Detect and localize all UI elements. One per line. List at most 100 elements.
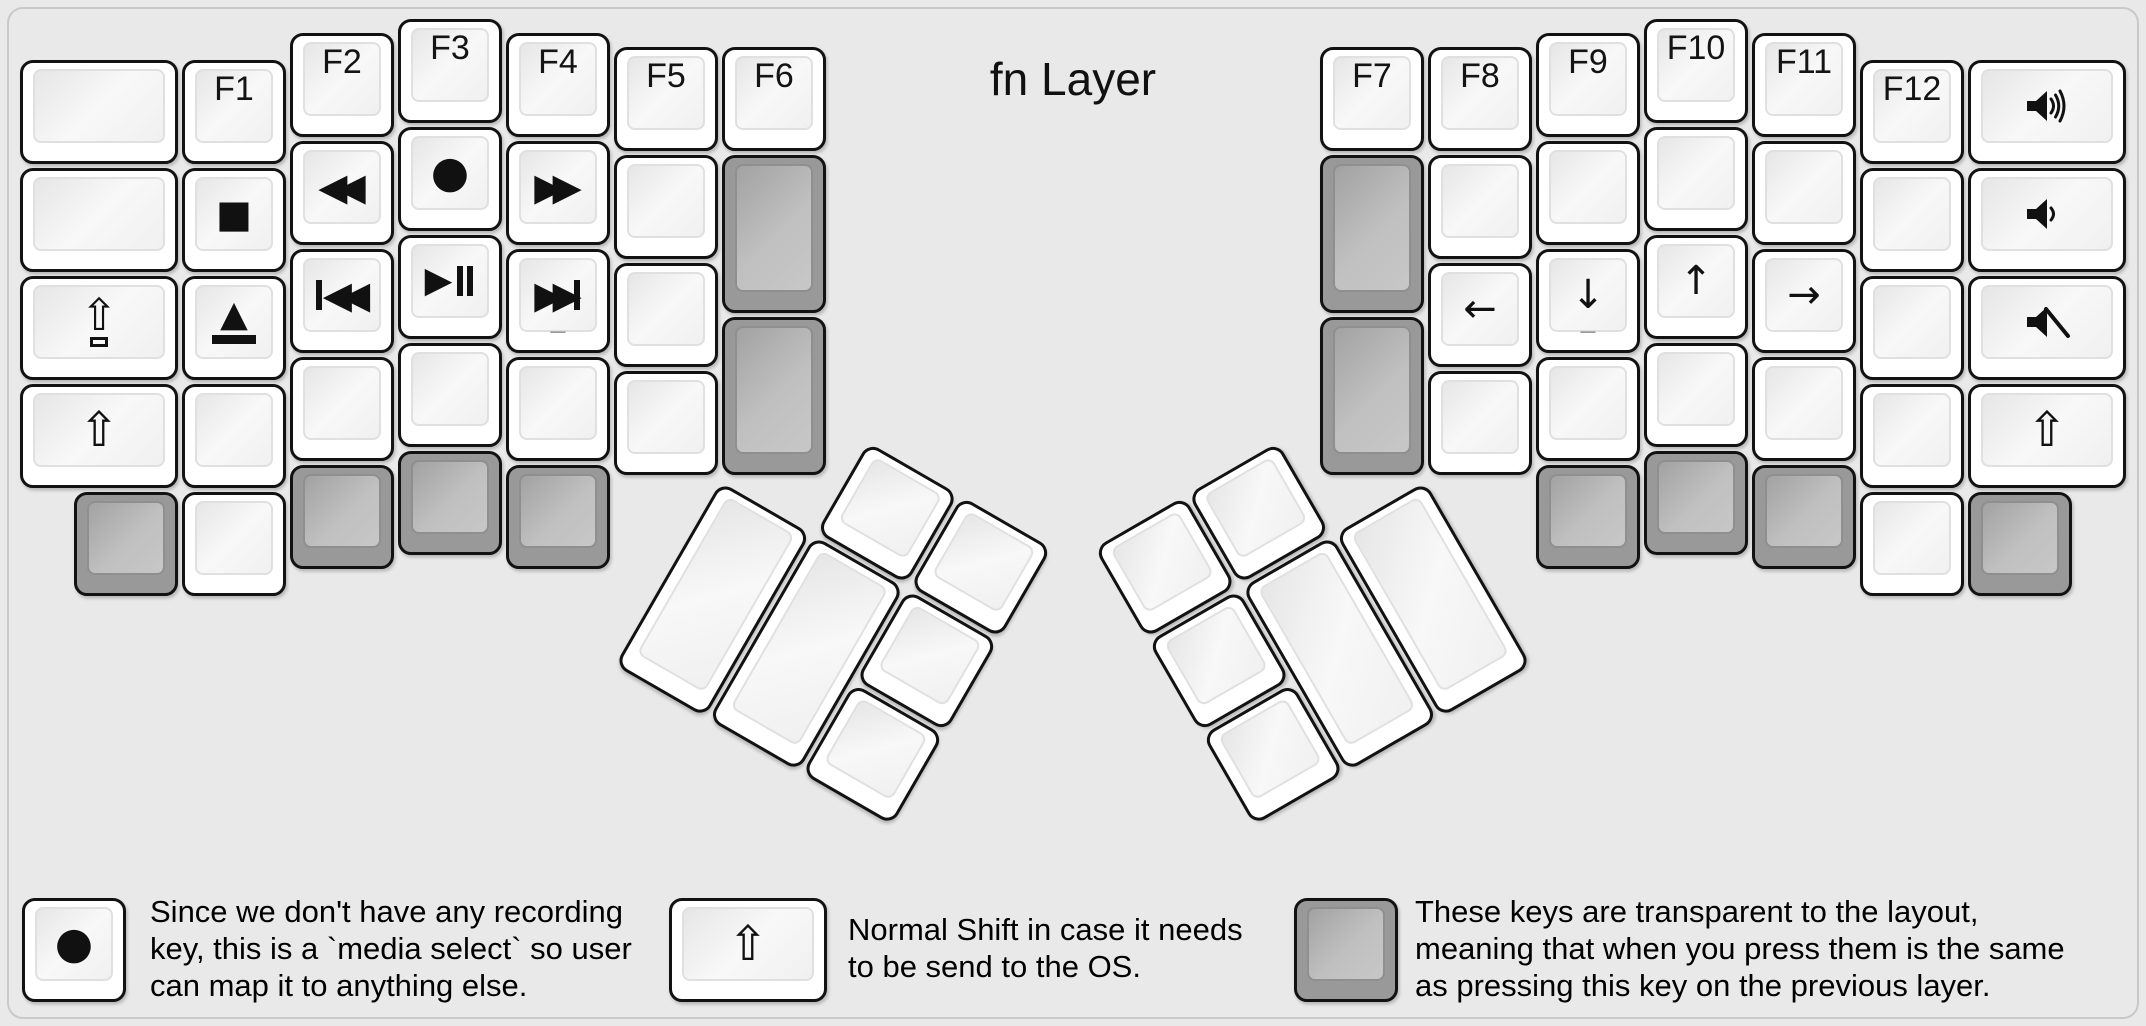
key-caps-lock[interactable]: ⇧: [20, 276, 178, 380]
key-eject[interactable]: ▲: [182, 276, 286, 380]
record-icon: ●: [54, 918, 94, 969]
key-f4[interactable]: F4: [506, 33, 610, 137]
key-mute[interactable]: [1968, 276, 2126, 380]
key-blank[interactable]: [1536, 141, 1640, 245]
key-transparent[interactable]: [74, 492, 178, 596]
key-right-arrow[interactable]: →: [1752, 249, 1856, 353]
key-f1[interactable]: F1: [182, 60, 286, 164]
next-track-icon: ▶▶: [534, 276, 582, 314]
key-f10[interactable]: F10: [1644, 19, 1748, 123]
left-arrow-icon: ←: [1463, 286, 1497, 332]
key-transparent[interactable]: [1644, 451, 1748, 555]
key-f3[interactable]: F3: [398, 19, 502, 123]
key-shift-right[interactable]: ⇧: [1968, 384, 2126, 488]
key-transparent[interactable]: [1752, 465, 1856, 569]
shift-icon: ⇧: [2026, 402, 2068, 458]
key-blank[interactable]: [182, 384, 286, 488]
key-blank[interactable]: [1860, 384, 1964, 488]
key-up-arrow[interactable]: ↑: [1644, 235, 1748, 339]
layer-title: fn Layer: [989, 53, 1157, 105]
key-transparent[interactable]: [290, 465, 394, 569]
key-blank[interactable]: [20, 60, 178, 164]
key-blank[interactable]: [614, 371, 718, 475]
key-blank[interactable]: [290, 357, 394, 461]
key-blank[interactable]: [1860, 276, 1964, 380]
key-f5[interactable]: F5: [614, 47, 718, 151]
key-transparent[interactable]: [722, 317, 826, 475]
key-left-arrow[interactable]: ←: [1428, 263, 1532, 367]
key-volume-down[interactable]: [1968, 168, 2126, 272]
key-label: F3: [430, 29, 470, 67]
key-f7[interactable]: F7: [1320, 47, 1424, 151]
key-shift-left[interactable]: ⇧: [20, 384, 178, 488]
key-f9[interactable]: F9: [1536, 33, 1640, 137]
key-label: F12: [1882, 70, 1942, 108]
key-label: F7: [1352, 57, 1392, 95]
key-media-select-record[interactable]: ●: [398, 127, 502, 231]
key-transparent[interactable]: [722, 155, 826, 313]
key-transparent[interactable]: [1320, 155, 1424, 313]
volume-down-icon: [2027, 199, 2055, 229]
key-f6[interactable]: F6: [722, 47, 826, 151]
up-arrow-icon: ↑: [1679, 258, 1713, 304]
key-f12[interactable]: F12: [1860, 60, 1964, 164]
key-blank[interactable]: [614, 263, 718, 367]
secondary-underscore-label: _: [1580, 304, 1596, 334]
key-blank[interactable]: [182, 492, 286, 596]
key-transparent[interactable]: [1968, 492, 2072, 596]
mute-icon: [2027, 307, 2070, 338]
key-blank[interactable]: [1860, 168, 1964, 272]
key-label: F8: [1460, 57, 1500, 95]
key-rewind[interactable]: ◀◀: [290, 141, 394, 245]
legend-text-3: These keys are transparent to the layout…: [1415, 893, 2065, 1003]
key-next-track[interactable]: ▶▶_: [506, 249, 610, 353]
key-volume-up[interactable]: [1968, 60, 2126, 164]
shift-icon: ⇧: [727, 916, 769, 972]
key-prev-track[interactable]: ◀◀: [290, 249, 394, 353]
key-blank[interactable]: [20, 168, 178, 272]
down-arrow-icon: ↓: [1571, 272, 1605, 318]
key-f2[interactable]: F2: [290, 33, 394, 137]
key-blank[interactable]: [506, 357, 610, 461]
key-blank[interactable]: [1752, 357, 1856, 461]
key-label: F4: [538, 43, 578, 81]
key-blank[interactable]: [1752, 141, 1856, 245]
key-label: F11: [1775, 43, 1833, 81]
key-down-arrow[interactable]: ↓_: [1536, 249, 1640, 353]
key-label: F6: [754, 57, 794, 95]
volume-up-icon: [2027, 89, 2066, 123]
key-stop[interactable]: ■: [182, 168, 286, 272]
right-arrow-icon: →: [1787, 272, 1821, 318]
rewind-icon: ◀◀: [318, 165, 366, 209]
key-label: F9: [1568, 43, 1608, 81]
key-fast-forward[interactable]: ▶▶: [506, 141, 610, 245]
record-icon: ●: [430, 147, 470, 198]
key-transparent[interactable]: [1320, 317, 1424, 475]
key-play-pause[interactable]: ▶: [398, 235, 502, 339]
key-blank[interactable]: [1644, 343, 1748, 447]
key-blank[interactable]: [1428, 371, 1532, 475]
key-blank[interactable]: [1536, 357, 1640, 461]
prev-track-icon: ◀◀: [314, 276, 370, 314]
fast-forward-icon: ▶▶: [534, 165, 582, 209]
key-blank[interactable]: [398, 343, 502, 447]
key-blank[interactable]: [614, 155, 718, 259]
key-blank[interactable]: [1860, 492, 1964, 596]
key-transparent[interactable]: [1536, 465, 1640, 569]
legend-text-2: Normal Shift in case it needs to be send…: [848, 912, 1243, 984]
eject-icon: ▲: [212, 297, 256, 344]
legend-text-1: Since we don't have any recording key, t…: [150, 893, 632, 1003]
key-label: F5: [646, 57, 686, 95]
key-transparent[interactable]: [398, 451, 502, 555]
key-f11[interactable]: F11: [1752, 33, 1856, 137]
key-f8[interactable]: F8: [1428, 47, 1532, 151]
key-legend-shift-key: ⇧: [669, 898, 827, 1002]
key-label: F2: [322, 43, 362, 81]
key-blank[interactable]: [1644, 127, 1748, 231]
key-blank[interactable]: [1428, 155, 1532, 259]
key-transparent[interactable]: [506, 465, 610, 569]
key-legend-record-key: ●: [22, 898, 126, 1002]
key-label: F10: [1666, 29, 1726, 67]
secondary-underscore-label: _: [550, 304, 566, 334]
key-label: F1: [214, 70, 254, 108]
